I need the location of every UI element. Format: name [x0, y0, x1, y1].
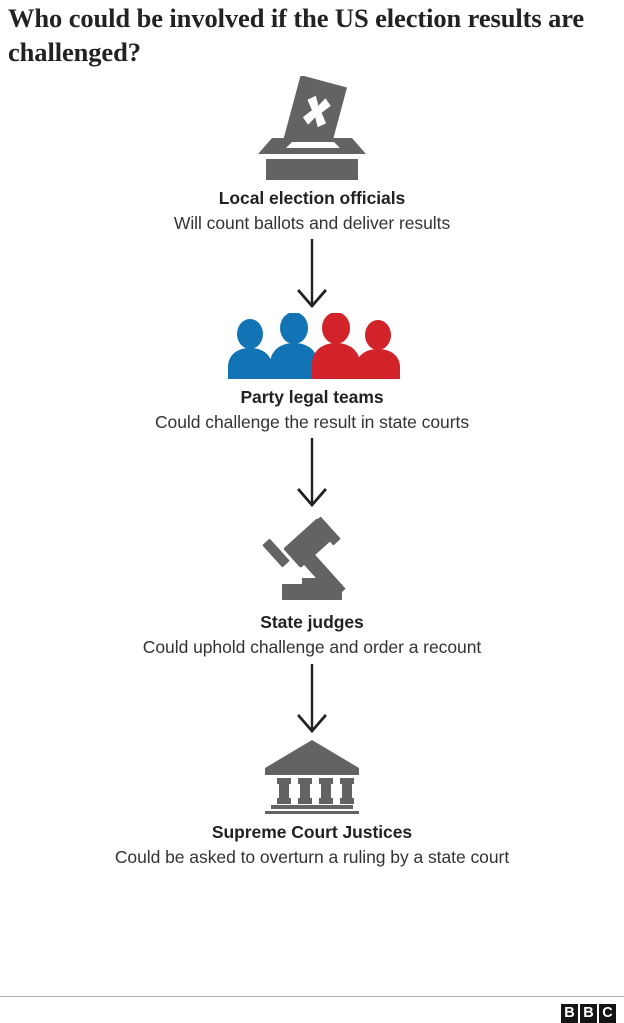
flow-step-description: Could uphold challenge and order a recou… [142, 637, 482, 658]
person-blue-2 [270, 313, 318, 380]
person-red-2 [356, 320, 400, 380]
courthouse-icon [0, 738, 624, 814]
down-arrow-icon [0, 235, 624, 313]
page-title: Who could be involved if the US election… [8, 3, 585, 67]
flow-step-state-judges: State judges Could uphold challenge and … [0, 512, 624, 659]
flow-step-description: Could challenge the result in state cour… [154, 412, 470, 433]
bbc-logo-letter: B [561, 1004, 578, 1023]
flow-step-title: Supreme Court Justices [211, 821, 413, 842]
flow-step-title: Local election officials [218, 188, 406, 208]
flow-step-supreme-court-justices: Supreme Court Justices Could be asked to… [0, 738, 624, 869]
gavel-icon [0, 512, 624, 604]
person-red-1 [312, 313, 360, 380]
party-people-icon [0, 313, 624, 380]
footer-divider [0, 996, 624, 997]
flow-chart: Local election officials Will count ball… [0, 76, 624, 869]
flow-step-title: State judges [260, 612, 364, 633]
flow-step-description: Will count ballots and deliver results [173, 213, 451, 234]
bbc-logo: B B C [561, 1004, 616, 1023]
bbc-logo-letter: B [580, 1004, 597, 1023]
flow-step-party-legal-teams: Party legal teams Could challenge the re… [0, 313, 624, 434]
ballot-box-icon [0, 76, 624, 180]
person-blue-1 [228, 319, 272, 380]
bbc-logo-letter: C [599, 1004, 616, 1023]
flow-step-local-election-officials: Local election officials Will count ball… [0, 76, 624, 235]
down-arrow-icon [0, 434, 624, 512]
flow-step-title: Party legal teams [240, 387, 384, 408]
flow-step-description: Could be asked to overturn a ruling by a… [114, 846, 510, 867]
down-arrow-icon [0, 660, 624, 738]
